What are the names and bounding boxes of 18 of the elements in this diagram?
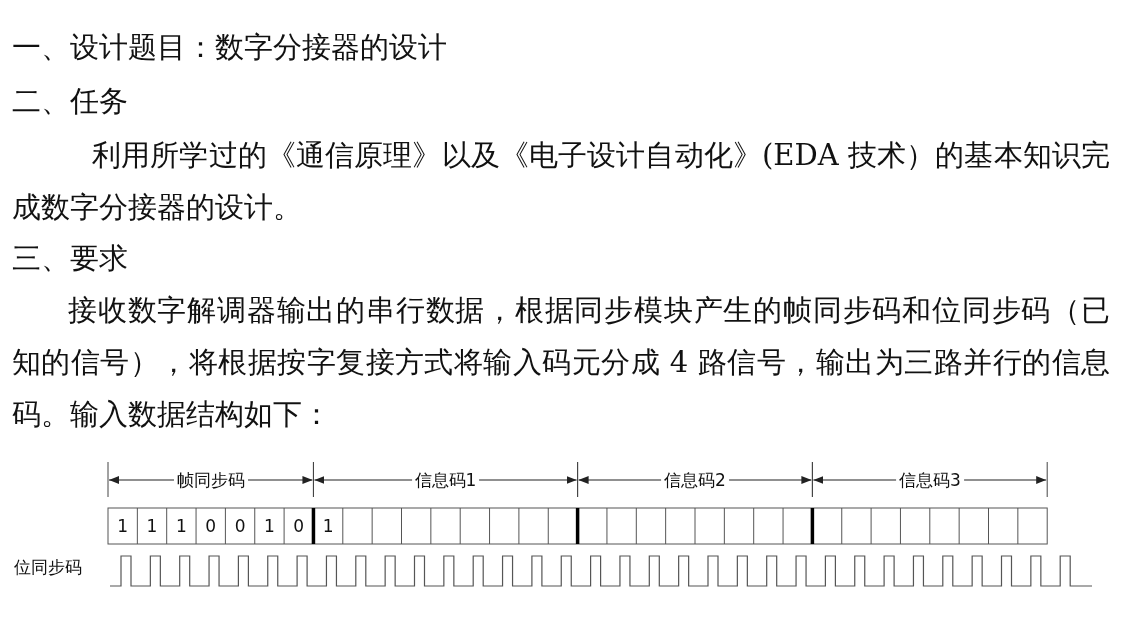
paragraph: 利用所学过的《通信原理》以及《电子设计自动化》(EDA 技术）的基本知识完成数字分接器的设计。 — [12, 137, 1110, 226]
span-label: 信息码1 — [411, 470, 480, 490]
bit-value: 0 — [234, 516, 247, 536]
span-label: 帧同步码 — [173, 470, 248, 490]
bit-value: 1 — [322, 516, 335, 536]
paragraph: 接收数字解调器输出的串行数据，根据同步模块产生的帧同步码和位同步码（已知的信号），将根据按字复接方式将输入码元分成 4 路信号，输出为三路并行的信息码。输入数据结构如下： — [12, 292, 1110, 433]
signal-label: 位同步码 — [14, 557, 82, 577]
bit-value: 0 — [204, 516, 217, 536]
section-heading: 二、任务 — [12, 83, 128, 120]
heading: 一、设计题目：数字分接器的设计 — [12, 29, 447, 66]
span-label: 信息码2 — [661, 470, 729, 490]
span-label: 信息码3 — [895, 470, 964, 490]
bit-value: 1 — [263, 516, 276, 536]
section-heading: 三、要求 — [12, 240, 128, 277]
bit-value: 1 — [146, 516, 158, 536]
bit-value: 0 — [292, 516, 305, 536]
bit-value: 1 — [116, 516, 129, 536]
bit-value: 1 — [175, 516, 188, 536]
